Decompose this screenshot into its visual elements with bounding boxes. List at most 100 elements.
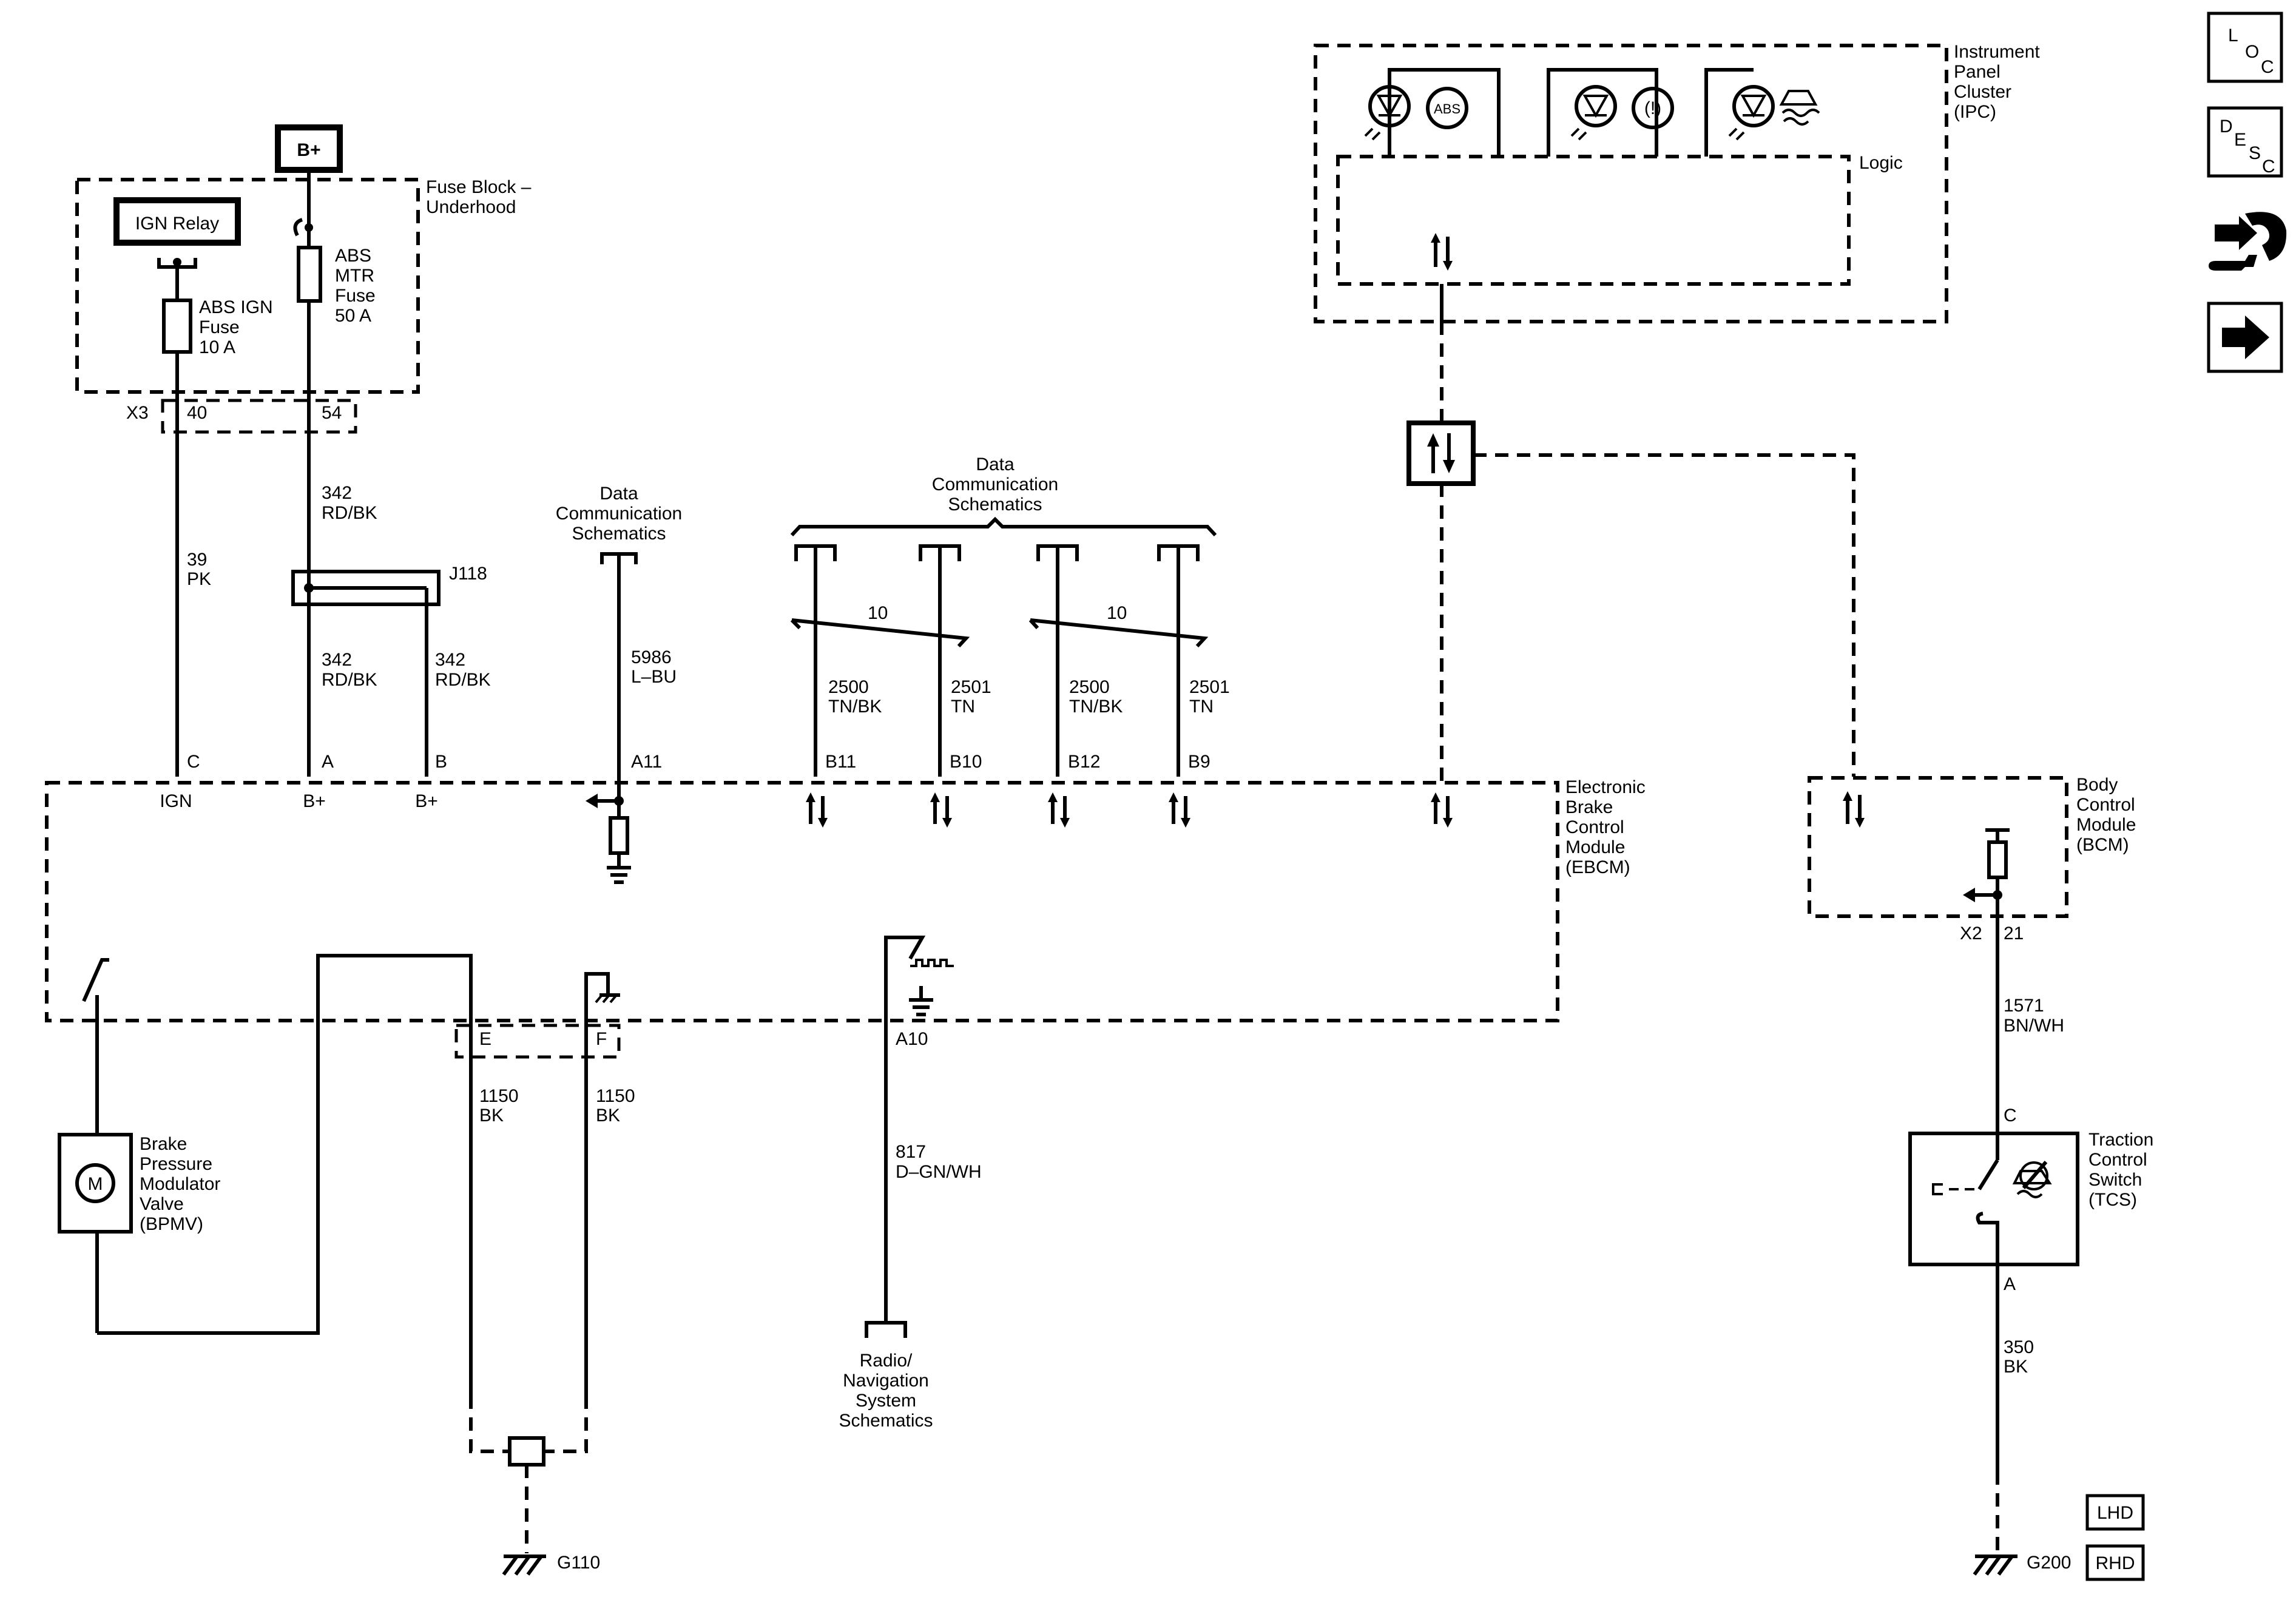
ground-g200-icon	[1973, 1555, 2017, 1576]
pin-b11: B11	[825, 752, 856, 772]
traction-off-icon	[2012, 1161, 2052, 1198]
wire-5986-color: L–BU	[631, 667, 677, 687]
rhd-option-box: RHD	[2085, 1544, 2145, 1581]
bcm-title: Body	[2076, 775, 2118, 795]
wire-2500-color: TN/BK	[1069, 697, 1123, 717]
pin-a: A	[2004, 1274, 2016, 1294]
data-comm-group-connectors[interactable]	[794, 544, 1200, 561]
chassis-ground-icon	[607, 866, 631, 884]
traction-control-lamp	[1728, 85, 1820, 141]
pin-c: C	[2004, 1106, 2017, 1126]
wire-2500-number: 2500	[828, 677, 869, 697]
wire-342-number: 342	[322, 650, 352, 670]
twist-rate-label: 10	[1107, 603, 1127, 623]
description-button-label: E	[2234, 130, 2246, 150]
wire-1150-color: BK	[479, 1106, 504, 1126]
ebcm-title: Electronic	[1565, 777, 1646, 797]
ground-g110-icon	[502, 1555, 546, 1576]
wire-2501-number: 2501	[951, 677, 991, 697]
bpmv-title: Modulator	[140, 1174, 220, 1194]
data-comm-link-label: Schematics	[572, 524, 666, 544]
connector-arrow-icon	[2215, 216, 2257, 250]
pwm-signal-icon	[910, 959, 954, 967]
data-comm-link-label: Data	[599, 484, 638, 504]
wire-2501-color: TN	[951, 697, 975, 717]
rhd-option-label: RHD	[2096, 1553, 2135, 1573]
wire-1150-number: 1150	[596, 1086, 635, 1106]
abs-mtr-fuse-label: MTR	[335, 266, 374, 286]
pin-b10: B10	[950, 752, 982, 772]
ipc-title: Instrument	[1954, 42, 2040, 62]
abs-ign-fuse-symbol	[162, 299, 192, 354]
pin-f: F	[596, 1029, 607, 1049]
tcs-title: Switch	[2088, 1170, 2142, 1190]
description-button[interactable]: D E S C	[2207, 106, 2283, 178]
wire-2501-number: 2501	[1189, 677, 1230, 697]
ebcm-outline	[45, 781, 1559, 1022]
pin-a11: A11	[631, 752, 662, 772]
bpmv-title: (BPMV)	[140, 1214, 203, 1234]
ebcm-bplus-input: B+	[415, 791, 438, 811]
location-button[interactable]: L O C	[2207, 12, 2283, 83]
bidirectional-data-icon	[806, 792, 1453, 828]
bpmv-title: Pressure	[140, 1154, 212, 1174]
bplus-terminal: B+	[275, 124, 343, 173]
bcm-title: Module	[2076, 815, 2136, 835]
connector-x2-label: X2	[1960, 923, 1982, 944]
wire-342-number: 342	[435, 650, 465, 670]
description-button-label: C	[2262, 157, 2275, 177]
ipc-title: Panel	[1954, 62, 2001, 82]
radio-link-connector[interactable]	[865, 1321, 907, 1338]
splice-label: J118	[449, 564, 487, 584]
tcs-body	[1908, 1132, 2079, 1266]
wire-39-number: 39	[187, 550, 207, 570]
ipc-outline	[1314, 44, 1948, 323]
next-page-button[interactable]	[2207, 302, 2283, 373]
abs-indicator-lamp: ABS	[1364, 85, 1468, 141]
pin-54: 54	[322, 403, 342, 423]
bidirectional-data-icon	[1431, 233, 1453, 271]
abs-mtr-fuse-rating: 50 A	[335, 306, 371, 326]
connector-end-icon	[2245, 212, 2287, 261]
radio-link-label: System	[856, 1391, 916, 1411]
wire-2500-color: TN/BK	[828, 697, 882, 717]
connector-repair-button[interactable]	[2209, 206, 2287, 279]
pin-a: A	[322, 752, 334, 772]
wire-1571-number: 1571	[2004, 996, 2044, 1016]
wire-342-color: RD/BK	[322, 503, 377, 523]
wire-1571-color: BN/WH	[2004, 1016, 2064, 1036]
data-comm-group-label: Communication	[932, 474, 1058, 495]
wire-817-color: D–GN/WH	[896, 1162, 982, 1182]
ipc-title: (IPC)	[1954, 102, 1996, 122]
tcs-switch-icon	[1977, 1159, 1999, 1190]
bcm-title: (BCM)	[2076, 835, 2129, 855]
tcs-title: Traction	[2088, 1130, 2153, 1150]
brake-lamp-text: (!)	[1644, 98, 1661, 118]
wrench-icon	[2209, 255, 2257, 271]
location-button-label: L	[2228, 25, 2238, 46]
ebcm-bplus-input: B+	[303, 791, 326, 811]
ground-g200-label: G200	[2027, 1553, 2071, 1573]
data-comm-group-label: Data	[976, 454, 1015, 474]
abs-lamp-text: ABS	[1434, 101, 1460, 116]
wire-817-number: 817	[896, 1142, 926, 1162]
bplus-label: B+	[297, 140, 320, 160]
abs-ign-fuse-label: Fuse	[199, 317, 240, 337]
ebcm-title: Control	[1565, 817, 1624, 837]
motor-icon	[75, 1163, 115, 1203]
tcs-title: (TCS)	[2088, 1190, 2137, 1210]
description-button-label: S	[2249, 143, 2261, 163]
twisted-pair-marker	[790, 618, 970, 648]
wire-5986-number: 5986	[631, 647, 672, 667]
wire-1150-number: 1150	[479, 1086, 519, 1106]
bpmv-title: Brake	[140, 1134, 187, 1154]
abs-ign-fuse-rating: 10 A	[199, 337, 235, 357]
wire-342-color: RD/BK	[322, 670, 377, 690]
tcs-title: Control	[2088, 1150, 2147, 1170]
ipc-title: Cluster	[1954, 82, 2011, 102]
ebcm-title: (EBCM)	[1565, 857, 1630, 877]
ground-g110-label: G110	[557, 1553, 600, 1573]
pin-b12: B12	[1068, 752, 1100, 772]
wire-39-color: PK	[187, 569, 211, 589]
serial-data-gateway	[1406, 420, 1476, 486]
